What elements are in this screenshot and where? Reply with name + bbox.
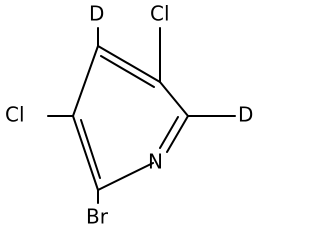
bond-c2-n-inner [159, 116, 179, 149]
molecule-structure: D Cl Cl D N Br [5, 2, 253, 229]
bond-c4-c3 [97, 45, 161, 83]
bond-c6-c5 [72, 115, 99, 191]
bond-c4-c3-inner [100, 55, 155, 88]
bond-c5-c4 [72, 45, 99, 117]
bond-c3-c2 [159, 81, 189, 117]
bond-c2-n [166, 115, 189, 153]
bond-n-c6 [97, 162, 154, 191]
atom-label-n: N [148, 150, 163, 174]
atom-label-br-bottom: Br [86, 205, 109, 229]
bond-c6-c5-inner [80, 119, 101, 179]
atom-label-d-right: D [238, 103, 253, 127]
atom-label-cl-left: Cl [5, 103, 25, 127]
atom-label-cl-top-right: Cl [150, 2, 170, 26]
atom-label-d-top: D [89, 2, 104, 26]
